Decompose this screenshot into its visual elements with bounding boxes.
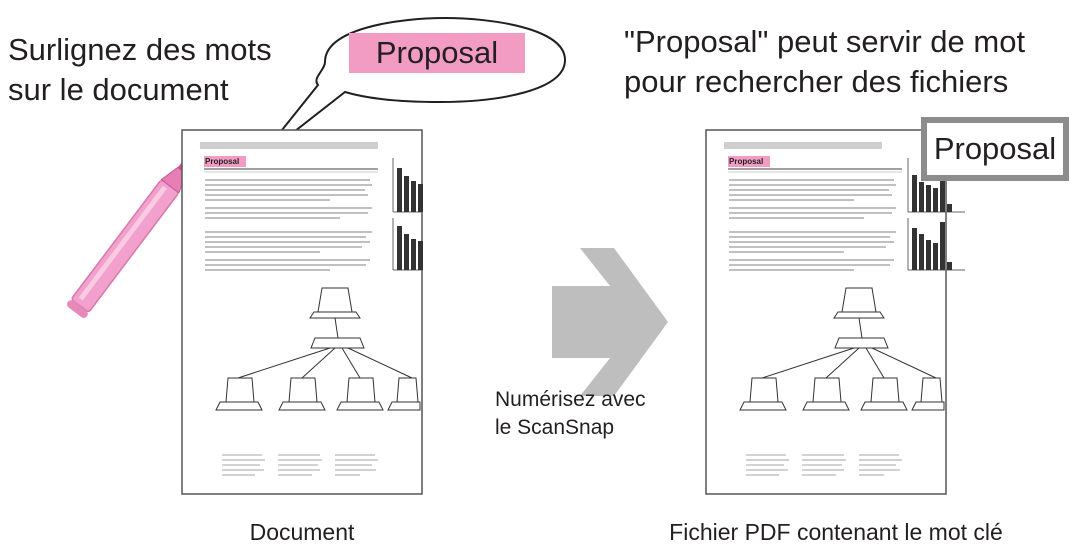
document-heading: Proposal xyxy=(205,157,240,166)
bar-chart-thumbnail-4 xyxy=(907,218,965,271)
bubble-word: Proposal xyxy=(375,35,499,70)
instruction-line-1: Surlignez des mots xyxy=(8,32,272,67)
pdf-document-heading: Proposal xyxy=(729,157,764,166)
result-line-2: pour rechercher des fichiers xyxy=(624,64,1009,99)
bubble-highlight xyxy=(349,33,525,73)
scan-step-line-2: le ScanSnap xyxy=(495,416,615,439)
pdf-caption: Fichier PDF contenant le mot clé xyxy=(669,519,1003,545)
bar-chart-thumbnail-2 xyxy=(392,218,423,271)
instruction-line-2: sur le document xyxy=(8,72,229,107)
bar-chart-thumbnail-1 xyxy=(392,158,423,213)
keyword-box xyxy=(921,117,1069,181)
scan-step-line-1: Numérisez avec xyxy=(495,388,646,411)
bar-chart-thumbnail-3 xyxy=(907,158,965,213)
keyword-text: Proposal xyxy=(933,131,1057,166)
document-caption: Document xyxy=(249,519,355,545)
result-line-1: "Proposal" peut servir de mot xyxy=(624,24,1026,59)
